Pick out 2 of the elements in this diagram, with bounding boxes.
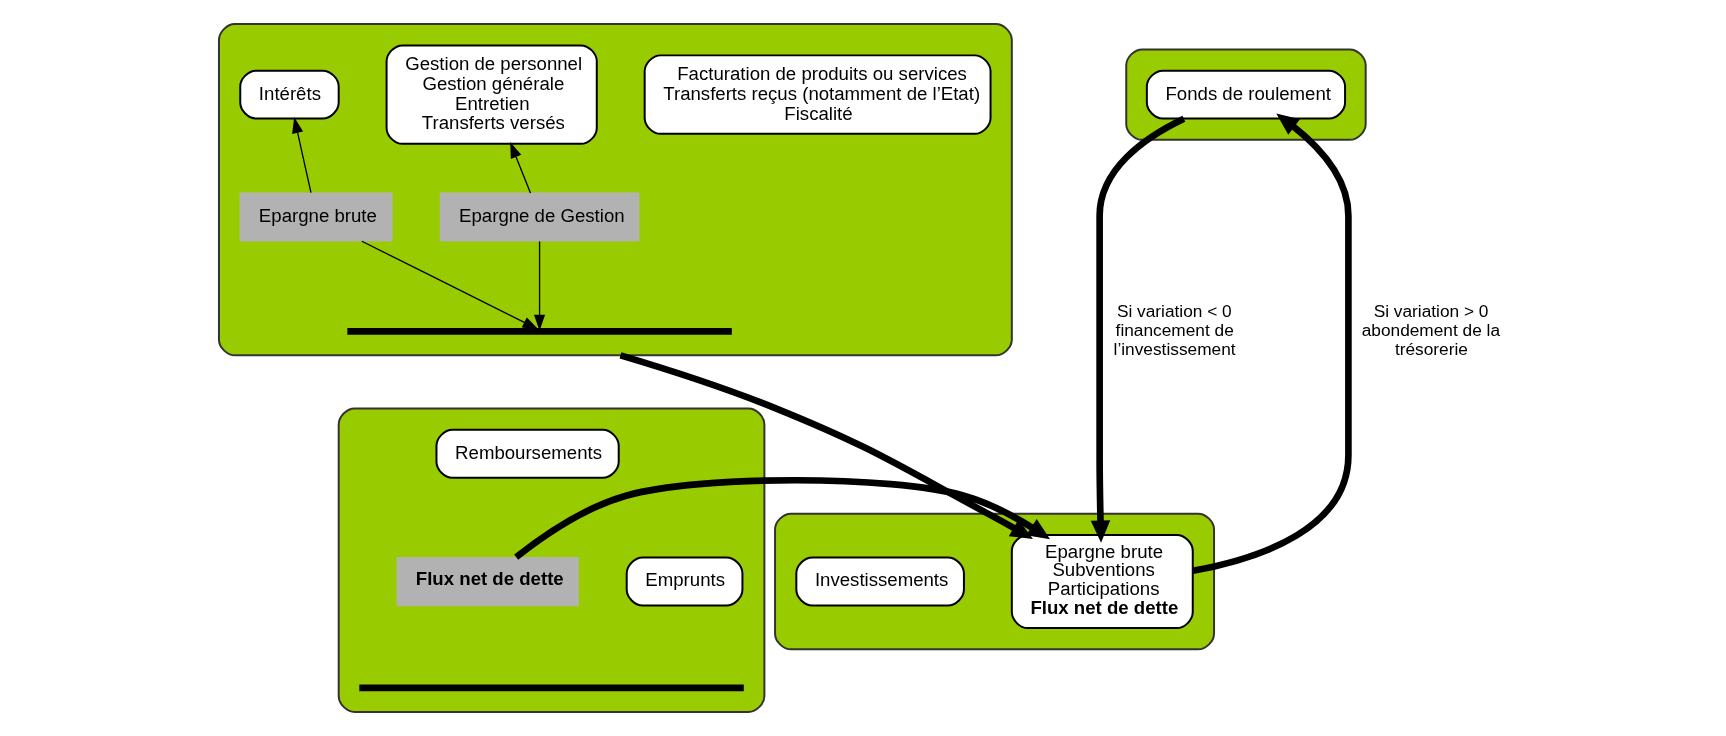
edge-label: Si variation < 0 financement de l’investissement	[1113, 301, 1236, 359]
edge-label: Si variation > 0 abondement de la trésorerie	[1361, 301, 1500, 359]
